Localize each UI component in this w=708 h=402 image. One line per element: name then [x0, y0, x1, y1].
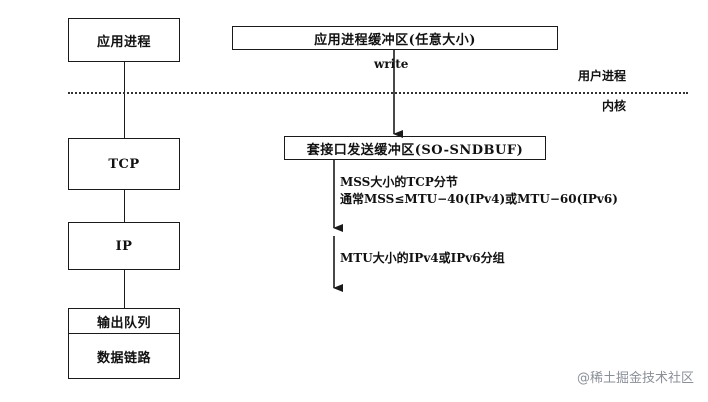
app-buffer-label: 应用进程缓冲区(任意大小)	[314, 32, 476, 48]
socket-send-buffer-box: 套接口发送缓冲区(SO-SNDBUF)	[284, 136, 546, 160]
datalink-box: 数据链路	[68, 333, 180, 379]
mtu-packet-label: MTU大小的IPv4或IPv6分组	[340, 251, 505, 265]
mss-formula-label: 通常MSS≤MTU−40(IPv4)或MTU−60(IPv6)	[340, 192, 618, 206]
mss-segment-label: MSS大小的TCP分节	[340, 175, 458, 189]
output-queue-label: 输出队列	[96, 315, 151, 331]
ip-box: IP	[68, 222, 180, 270]
write-label: write	[374, 57, 409, 71]
connector-app-tcp	[124, 62, 125, 138]
watermark-text: @稀土掘金技术社区	[576, 371, 694, 386]
kernel-label: 内核	[602, 99, 627, 113]
app-process-label: 应用进程	[96, 34, 151, 50]
connector-ip-queue	[124, 270, 125, 308]
user-process-label: 用户进程	[578, 69, 627, 83]
ip-label: IP	[115, 238, 133, 254]
app-process-box: 应用进程	[68, 18, 180, 62]
user-kernel-divider	[68, 92, 688, 94]
connector-tcp-ip	[124, 190, 125, 222]
app-buffer-box: 应用进程缓冲区(任意大小)	[232, 26, 558, 50]
socket-send-buffer-label: 套接口发送缓冲区(SO-SNDBUF)	[306, 142, 524, 158]
tcp-label: TCP	[108, 156, 140, 172]
tcp-box: TCP	[68, 138, 180, 190]
datalink-label: 数据链路	[96, 350, 151, 366]
